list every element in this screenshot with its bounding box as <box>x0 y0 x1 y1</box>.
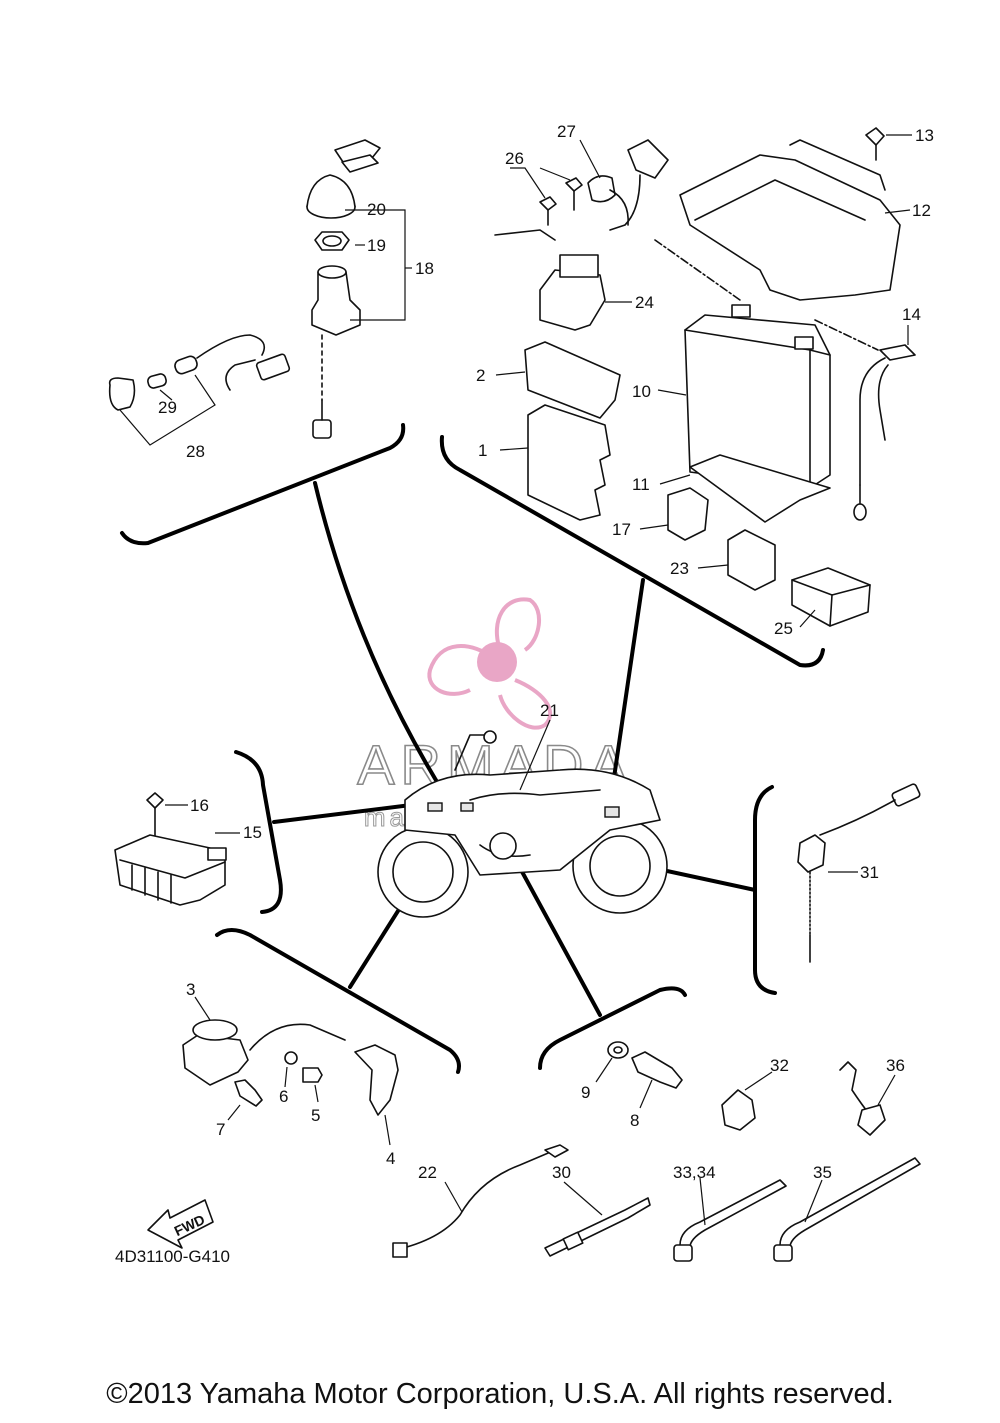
callout-14: 14 <box>902 305 921 324</box>
callout-22: 22 <box>418 1163 437 1182</box>
callout-6: 6 <box>279 1087 288 1106</box>
callout-1: 1 <box>478 441 487 460</box>
callout-35: 35 <box>813 1163 832 1182</box>
callout-19: 19 <box>367 236 386 255</box>
callout-32: 32 <box>770 1056 789 1075</box>
callout-30: 30 <box>552 1163 571 1182</box>
callout-3: 3 <box>186 980 195 999</box>
callout-31: 31 <box>860 863 879 882</box>
leader-ignition-to-atv <box>313 481 447 797</box>
callout-8: 8 <box>630 1111 639 1130</box>
callout-20: 20 <box>367 200 386 219</box>
group-brackets <box>120 423 825 1074</box>
rectifier-group: 16 15 <box>114 792 262 906</box>
ignition-coil-group: 3 6 5 7 4 <box>182 980 399 1168</box>
callout-11: 11 <box>632 475 650 494</box>
callout-24: 24 <box>635 293 654 312</box>
bracket-rectifier-group <box>234 750 283 914</box>
callout-36: 36 <box>886 1056 905 1075</box>
battery-group: 12 13 10 11 14 1 2 <box>476 122 934 638</box>
bracket-ignition-group <box>120 423 406 546</box>
callout-15: 15 <box>243 823 262 842</box>
callout-18: 18 <box>415 259 434 278</box>
fwd-arrow-icon: FWD <box>147 1199 214 1249</box>
callout-28: 28 <box>186 442 205 461</box>
callout-2: 2 <box>476 366 485 385</box>
bracket-ignition-coil-group <box>215 928 461 1074</box>
sensors-group: 9 8 32 36 <box>581 1041 905 1136</box>
callout-10: 10 <box>632 382 651 401</box>
callout-21: 21 <box>540 701 559 720</box>
copyright-notice: ©2013 Yamaha Motor Corporation, U.S.A. A… <box>106 1378 894 1410</box>
leader-sensors-to-atv <box>518 866 602 1017</box>
bracket-sensors-group <box>538 986 687 1070</box>
callout-23: 23 <box>670 559 689 578</box>
callout-33-34: 33,34 <box>673 1163 716 1182</box>
callout-7: 7 <box>216 1120 225 1139</box>
callout-17: 17 <box>612 520 631 539</box>
callout-5: 5 <box>311 1106 320 1125</box>
callout-16: 16 <box>190 796 209 815</box>
callout-12: 12 <box>912 201 931 220</box>
callout-29: 29 <box>158 398 177 417</box>
callout-9: 9 <box>581 1083 590 1102</box>
callout-13: 13 <box>915 126 934 145</box>
diagram-code: 4D31100-G410 <box>115 1247 230 1266</box>
ignition-switch-group: 20 19 18 29 28 <box>108 139 434 461</box>
armada-propeller-logo <box>427 597 553 730</box>
callout-26: 26 <box>505 149 524 168</box>
callout-4: 4 <box>386 1149 395 1168</box>
leader-battery-to-atv <box>608 578 645 807</box>
bracket-sensor-group <box>753 785 777 995</box>
wiring-and-ties: 22 30 33,34 35 <box>392 1144 921 1262</box>
callout-27: 27 <box>557 122 576 141</box>
sensor-31-group: 31 <box>797 783 921 963</box>
bracket-battery-group <box>439 435 825 668</box>
atv-illustration: 21 <box>377 701 668 918</box>
callout-25: 25 <box>774 619 793 638</box>
